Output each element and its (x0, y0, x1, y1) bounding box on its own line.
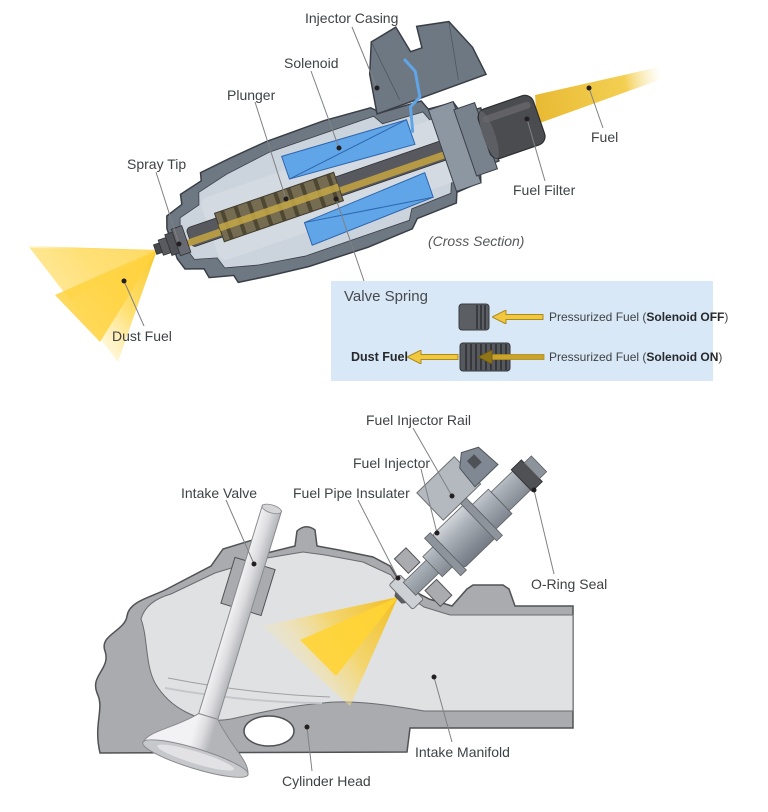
label-fuel-filter: Fuel Filter (513, 182, 576, 198)
legend-box: Valve Spring Pressurized Fuel (Solenoid … (331, 281, 728, 381)
label-fuel: Fuel (591, 129, 619, 145)
label-fuel-pipe-insulater: Fuel Pipe Insulater (293, 485, 410, 501)
legend-row1-state: Solenoid OFF (646, 310, 725, 324)
legend-title-valve-spring: Valve Spring (344, 288, 428, 305)
valve-spring-off-glyph (458, 303, 490, 331)
leader-dots (121, 85, 592, 730)
label-dust-fuel: Dust Fuel (112, 328, 172, 344)
legend-row-solenoid-on: Pressurized Fuel (Solenoid ON) (549, 350, 723, 364)
legend-row-solenoid-off: Pressurized Fuel (Solenoid OFF) (549, 310, 729, 324)
label-o-ring-seal: O-Ring Seal (531, 576, 608, 592)
fuel-in-arrow-icon (492, 310, 544, 324)
label-plunger: Plunger (227, 87, 276, 103)
label-intake-manifold: Intake Manifold (415, 744, 510, 760)
dust-fuel-arrow-icon (407, 350, 459, 364)
label-injector-casing: Injector Casing (305, 10, 399, 26)
leader-lines (123, 26, 604, 772)
legend-dust-fuel-label: Dust Fuel (351, 350, 408, 364)
label-cylinder-head: Cylinder Head (282, 773, 371, 789)
label-spray-tip: Spray Tip (127, 156, 187, 172)
label-fuel-injector-rail: Fuel Injector Rail (366, 412, 472, 428)
legend-row1-text: Pressurized Fuel ( (549, 310, 647, 324)
label-intake-valve: Intake Valve (181, 485, 258, 501)
pressurized-fuel-arrow-icon (478, 350, 545, 364)
legend-row2-state: Solenoid ON (646, 350, 719, 364)
label-fuel-injector: Fuel Injector (353, 455, 431, 471)
label-solenoid: Solenoid (284, 55, 339, 71)
injector-cross-section-illustration (28, 20, 662, 362)
legend-row2-text: Pressurized Fuel ( (549, 350, 647, 364)
label-cross-section: (Cross Section) (428, 233, 525, 249)
manifold-installation-illustration (94, 446, 574, 778)
